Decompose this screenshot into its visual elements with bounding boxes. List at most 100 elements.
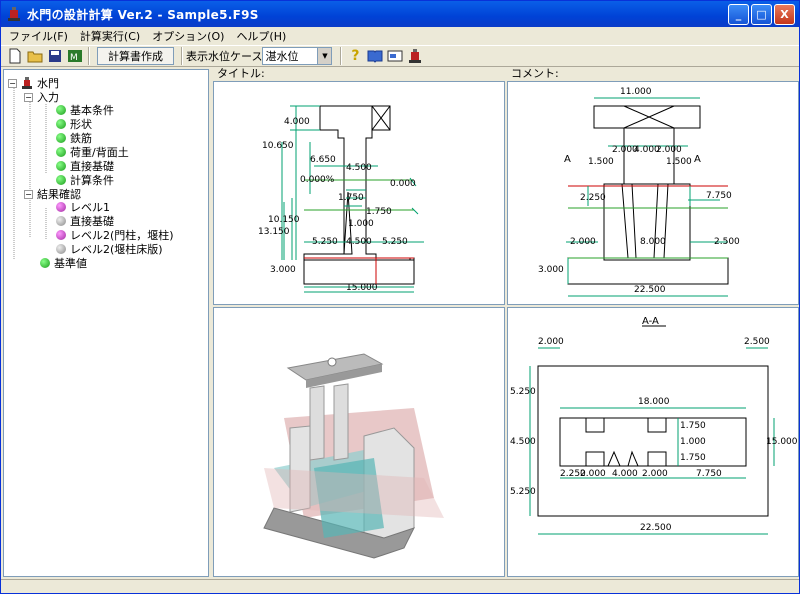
dim-text: 4.000	[284, 117, 310, 127]
tree-item-level2-pillars[interactable]: レベル2(門柱，堰柱)	[70, 229, 174, 242]
app-logo-icon[interactable]	[405, 47, 425, 65]
tree-item-direct-foundation[interactable]: 直接基礎	[70, 160, 114, 173]
dim-text: 2.500	[714, 237, 740, 247]
dim-text: 11.000	[620, 87, 652, 97]
status-green-icon	[56, 133, 66, 143]
dim-text: 13.150	[258, 227, 290, 237]
menu-file[interactable]: ファイル(F)	[9, 30, 68, 43]
dim-text: 1.000	[680, 437, 706, 447]
dim-text: 10.650	[262, 141, 294, 151]
minimize-button[interactable]: _	[728, 4, 749, 25]
chevron-down-icon[interactable]: ▼	[317, 48, 332, 64]
menu-help[interactable]: ヘルプ(H)	[236, 30, 287, 43]
dim-text: 5.250	[312, 237, 338, 247]
dim-text: 10.150	[268, 215, 300, 225]
tree-item-calc-conditions[interactable]: 計算条件	[70, 174, 114, 187]
dim-text: 15.000	[766, 437, 798, 447]
water-level-case-value: 湛水位	[265, 50, 299, 63]
create-report-button[interactable]: 計算書作成	[97, 47, 174, 65]
collapse-toggle[interactable]: −	[24, 189, 33, 199]
status-gray-icon	[56, 216, 66, 226]
3d-model-rendering	[263, 353, 444, 559]
menu-calculate[interactable]: 計算実行(C)	[79, 30, 141, 43]
navigation-tree: − 水門 −入力 基本条件 形状 鉄筋 荷重/背面土 直接基礎 計算条件 −結果…	[3, 69, 209, 577]
tree-item-rebar[interactable]: 鉄筋	[70, 132, 92, 145]
tree-item-level2-floor-slab[interactable]: レベル2(堰柱床版)	[70, 243, 163, 256]
dim-text: 0.000%	[300, 175, 335, 185]
collapse-toggle[interactable]: −	[8, 78, 17, 88]
dim-text: 2.000	[642, 469, 668, 479]
plan-view-panel[interactable]: A-A 2.000 2.500 18.000 5.250 1.750	[507, 307, 799, 577]
tree-item-shape[interactable]: 形状	[70, 118, 92, 131]
tree-results-group[interactable]: 結果確認	[37, 188, 81, 201]
dim-text: 18.000	[638, 397, 670, 407]
dim-text: 22.500	[640, 523, 672, 533]
dim-text: 2.000	[580, 469, 606, 479]
save-icon[interactable]	[45, 47, 65, 65]
side-view-panel[interactable]: 11.000 2.000 4.000 2.000 A 1.500 1.500 A…	[507, 81, 799, 305]
section-marker-right: A	[694, 154, 701, 165]
dim-text: 4.000	[634, 145, 660, 155]
status-green-icon	[56, 147, 66, 157]
title-bar[interactable]: 水門の設計計算 Ver.2 - Sample5.F9S _ □ X	[1, 1, 799, 27]
dim-text: 2.000	[612, 145, 638, 155]
dim-text: 5.250	[382, 237, 408, 247]
tree-item-standard-values[interactable]: 基準値	[54, 257, 87, 270]
plan-section-drawing: A-A 2.000 2.500 18.000 5.250 1.750	[510, 316, 798, 535]
dim-text: 3.000	[270, 265, 296, 275]
tree-lines	[13, 86, 47, 260]
manual-book-icon[interactable]	[365, 47, 385, 65]
tree-item-direct-foundation-result[interactable]: 直接基礎	[70, 215, 114, 228]
section-title: A-A	[642, 316, 659, 327]
status-green-icon	[56, 175, 66, 185]
dim-text: 2.250	[580, 193, 606, 203]
svg-text:M: M	[70, 53, 78, 63]
dim-text: 2.000	[656, 145, 682, 155]
toolbar-separator	[181, 47, 183, 65]
tree-root[interactable]: 水門	[37, 77, 59, 90]
collapse-toggle[interactable]: −	[24, 92, 33, 102]
toolbar: M 計算書作成 表示水位ケース 湛水位 ▼ ?	[1, 45, 799, 67]
title-label: タイトル:	[213, 67, 503, 81]
tree-item-load-backfill[interactable]: 荷重/背面土	[70, 146, 129, 159]
dim-text: 3.000	[538, 265, 564, 275]
help-icon[interactable]: ?	[351, 48, 360, 64]
3d-view-panel[interactable]	[213, 307, 505, 577]
dim-text: 5.250	[510, 487, 536, 497]
section-marker-left: A	[564, 154, 571, 165]
dim-text: 7.750	[706, 191, 732, 201]
status-green-icon	[40, 258, 50, 268]
tree-item-level1[interactable]: レベル1	[70, 201, 110, 214]
export-icon[interactable]: M	[65, 47, 85, 65]
maximize-button[interactable]: □	[751, 4, 772, 25]
front-view-panel[interactable]: 4.000 10.650 6.650 4.500 0.000% 0.000 1.…	[213, 81, 505, 305]
dim-text: 1.000	[348, 219, 374, 229]
app-icon	[5, 5, 23, 23]
dim-text: 1.750	[680, 421, 706, 431]
menu-bar: ファイル(F) 計算実行(C) オプション(O) ヘルプ(H)	[1, 27, 799, 45]
dim-text: 22.500	[634, 285, 666, 295]
open-folder-icon[interactable]	[25, 47, 45, 65]
status-bar	[1, 579, 799, 593]
tree-item-basic-conditions[interactable]: 基本条件	[70, 104, 114, 117]
status-green-icon	[56, 119, 66, 129]
new-file-icon[interactable]	[5, 47, 25, 65]
toolbar-separator	[88, 47, 90, 65]
water-level-case-select[interactable]: 湛水位 ▼	[262, 47, 333, 65]
dim-text: 1.500	[588, 157, 614, 167]
tree-input-group[interactable]: 入力	[37, 91, 59, 104]
dim-text: 1.750	[680, 453, 706, 463]
dim-text: 2.000	[570, 237, 596, 247]
sluice-gate-icon	[22, 77, 32, 89]
toolbar-separator	[340, 47, 343, 65]
dim-text: 6.650	[310, 155, 336, 165]
dim-text: 1.500	[666, 157, 692, 167]
status-gray-icon	[56, 244, 66, 254]
dim-text: 2.500	[744, 337, 770, 347]
close-button[interactable]: X	[774, 4, 795, 25]
menu-options[interactable]: オプション(O)	[152, 30, 225, 43]
side-elevation-drawing: 11.000 2.000 4.000 2.000 A 1.500 1.500 A…	[538, 87, 740, 297]
dim-text: 7.750	[696, 469, 722, 479]
version-info-icon[interactable]	[385, 47, 405, 65]
